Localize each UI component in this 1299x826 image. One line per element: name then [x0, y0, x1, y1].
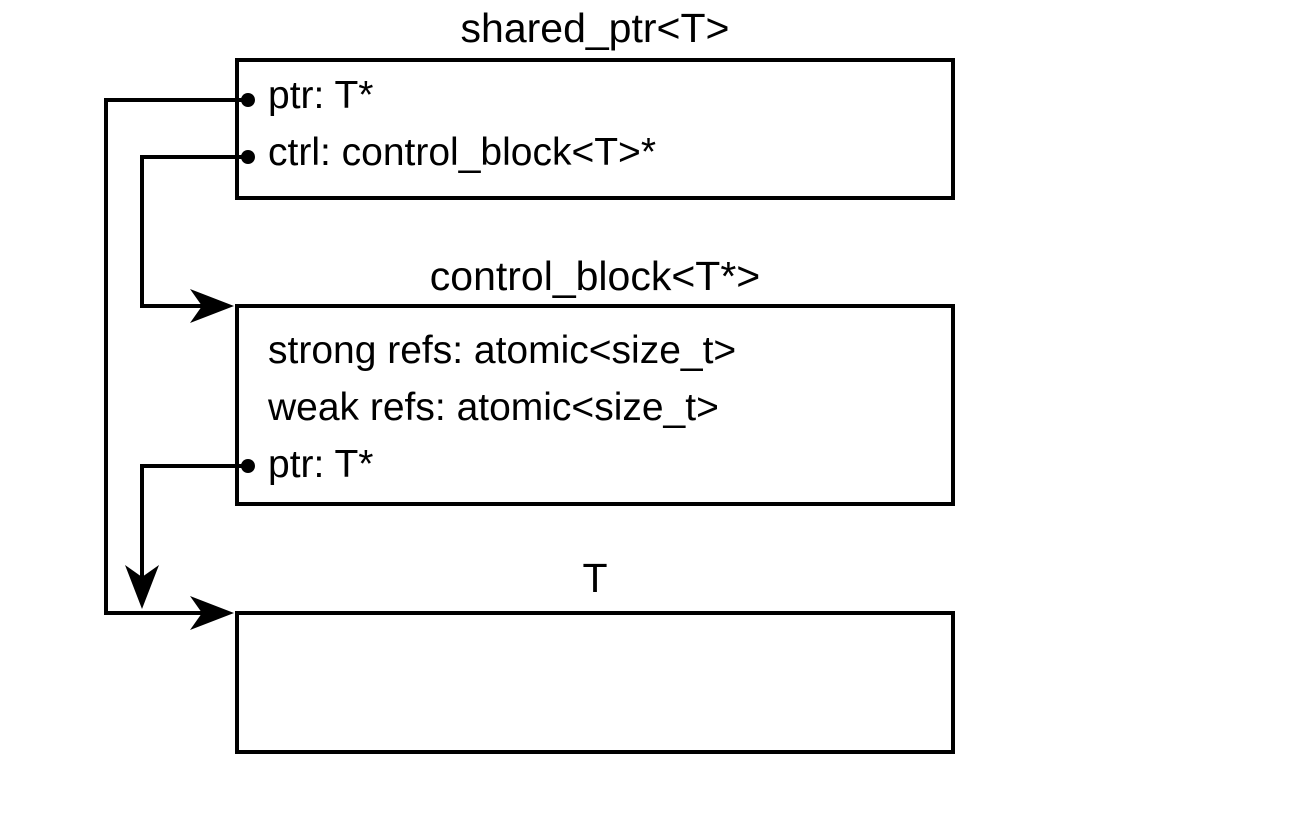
- edge-control-block-ptr-to-t: [140, 464, 248, 582]
- control-block-box: strong refs: atomic<size_t> weak refs: a…: [235, 304, 955, 506]
- control-block-fields: strong refs: atomic<size_t> weak refs: a…: [239, 308, 951, 493]
- shared-ptr-fields: ptr: T* ctrl: control_block<T>*: [239, 62, 951, 181]
- shared-ptr-field-ptr: ptr: T*: [268, 74, 374, 117]
- control-block-field-ptr: ptr: T*: [268, 443, 374, 486]
- edge-shared-ptr-ctrl-to-control-block: [140, 155, 248, 308]
- shared-ptr-field-ctrl: ctrl: control_block<T>*: [268, 131, 657, 174]
- t-box-title: T: [582, 555, 608, 601]
- shared-ptr-box-title: shared_ptr<T>: [460, 5, 730, 51]
- arrowhead-down-onto-t-line: [125, 565, 159, 609]
- arrowhead-into-control-block-box: [190, 289, 234, 323]
- control-block-field-weak-refs: weak refs: atomic<size_t>: [268, 386, 719, 429]
- t-box: [235, 611, 955, 754]
- control-block-field-strong-refs: strong refs: atomic<size_t>: [268, 329, 737, 372]
- edge-shared-ptr-ptr-to-t: [104, 98, 248, 615]
- control-block-box-title: control_block<T*>: [429, 253, 761, 299]
- arrowhead-into-t-box: [190, 596, 234, 630]
- shared-ptr-box: ptr: T* ctrl: control_block<T>*: [235, 58, 955, 200]
